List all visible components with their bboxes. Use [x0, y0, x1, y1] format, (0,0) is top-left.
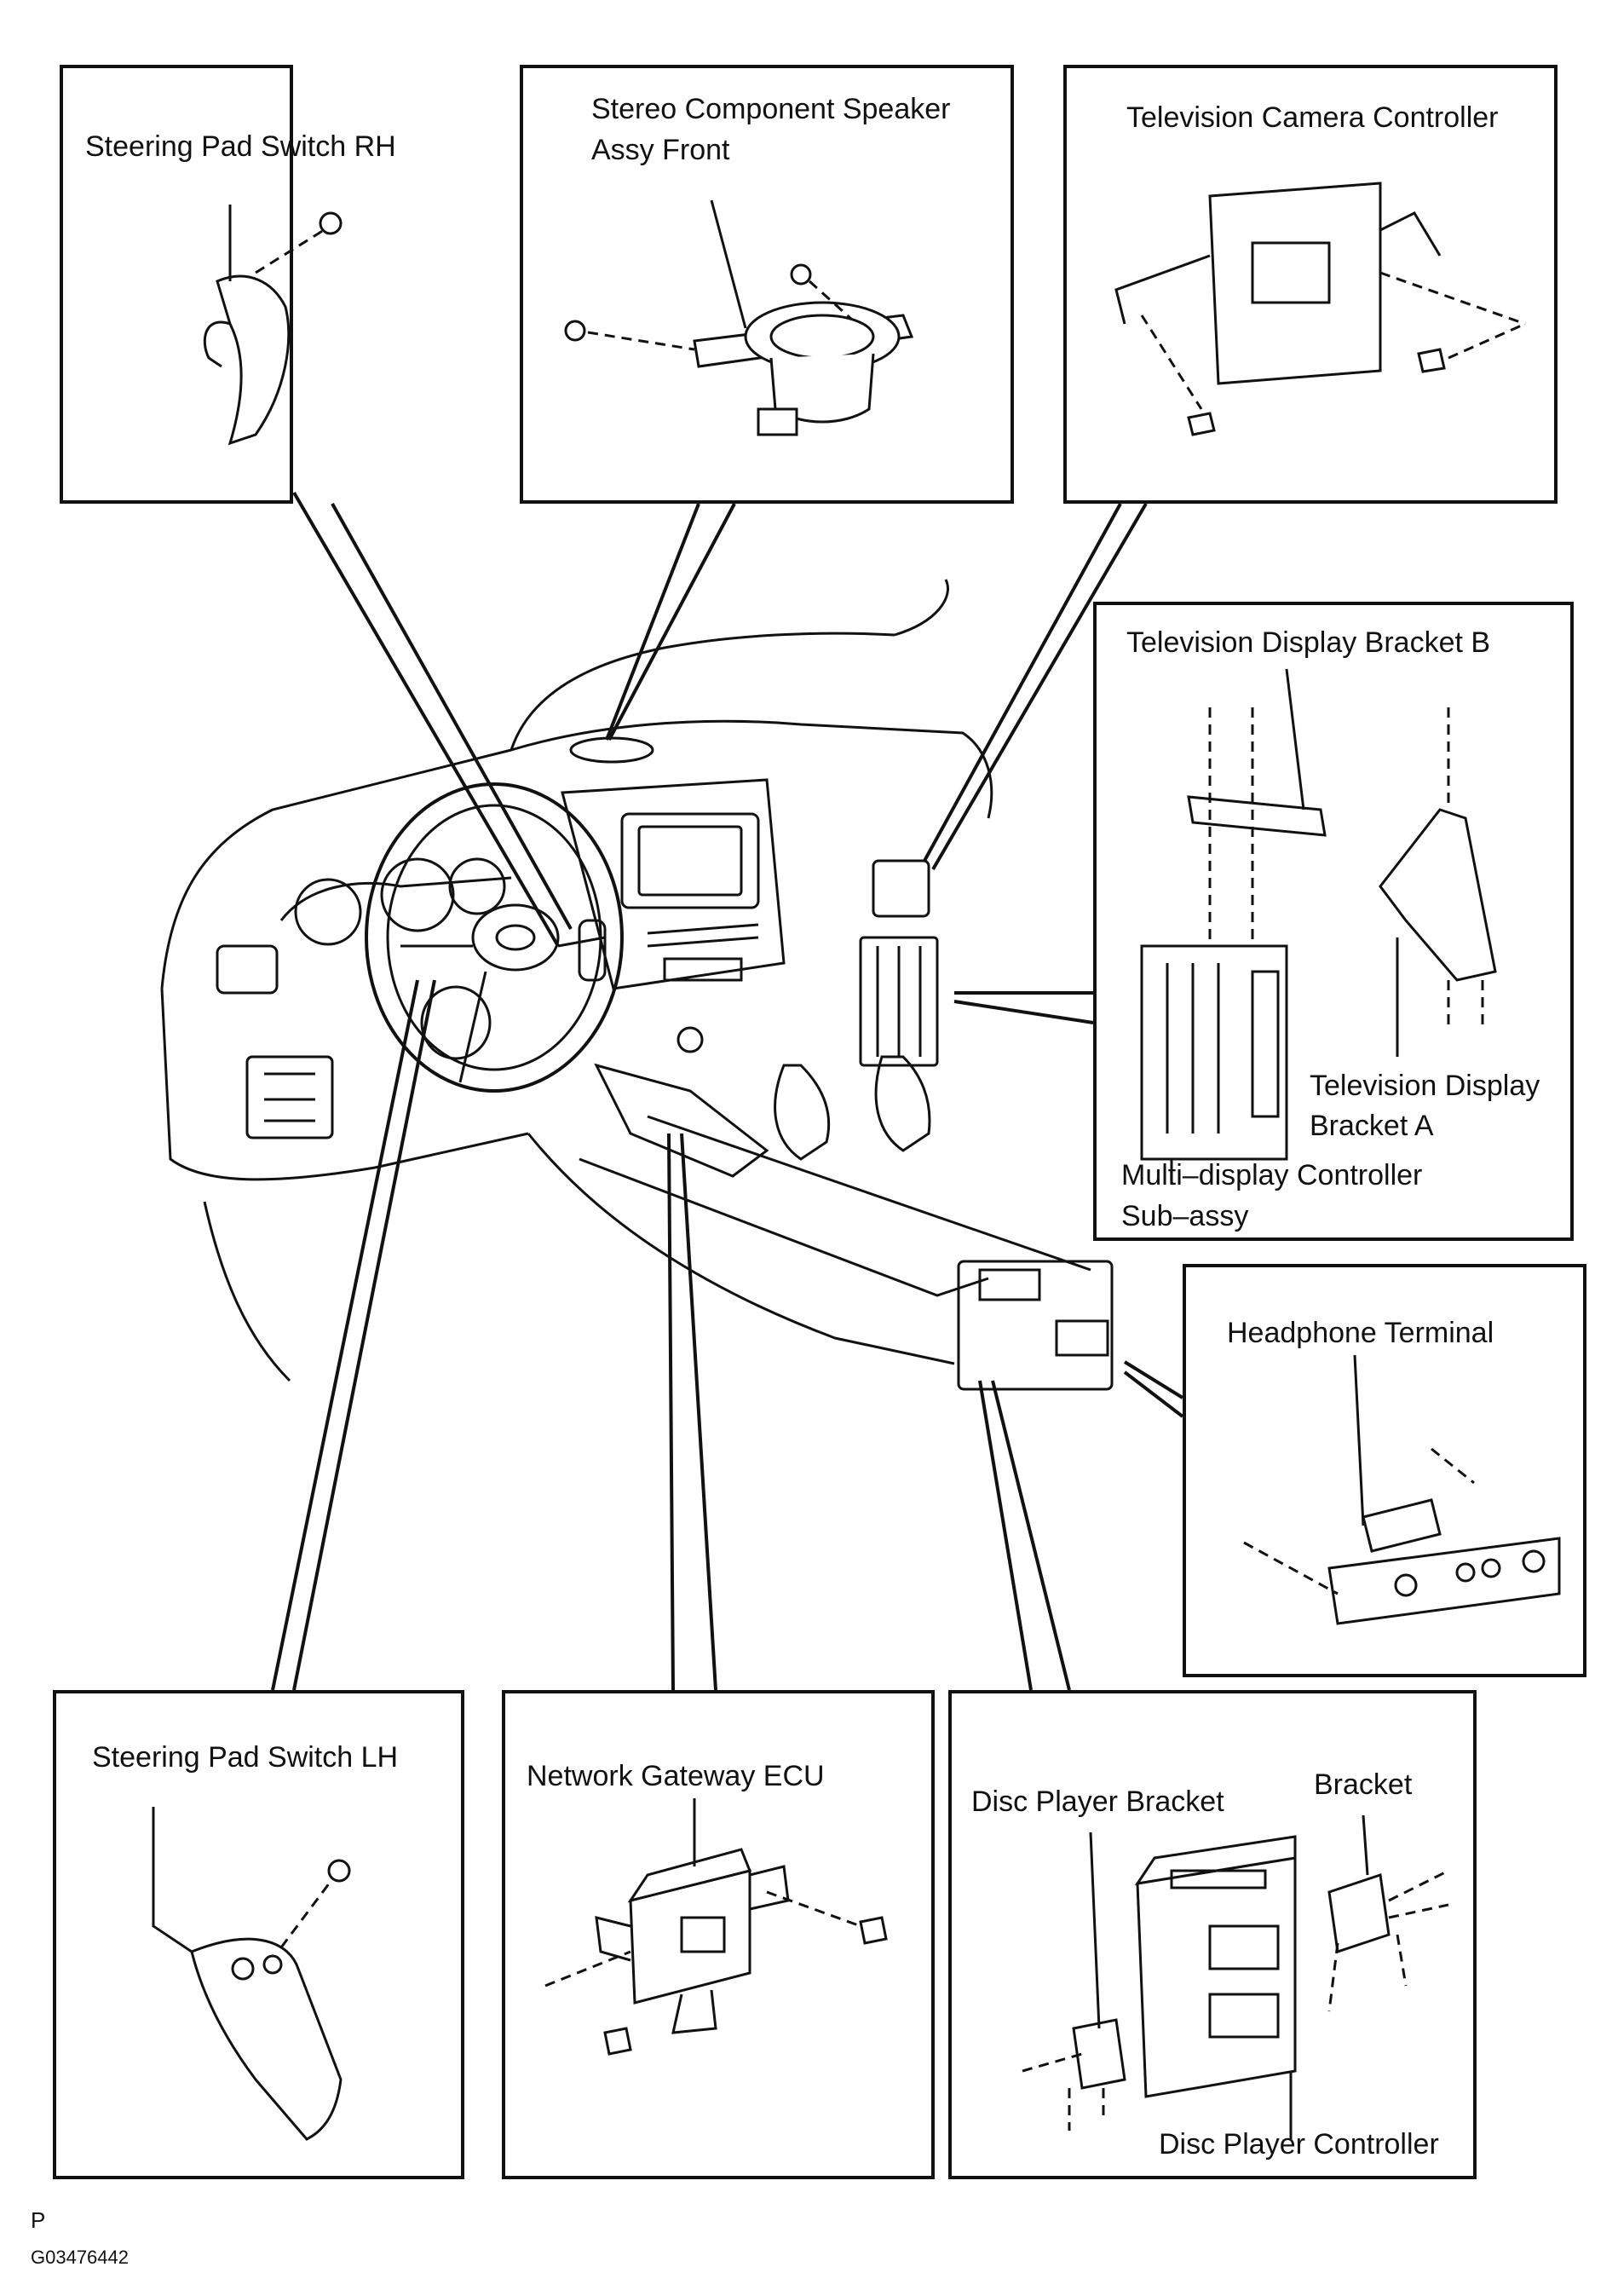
label-stereo-speaker-line1: Stereo Component Speaker	[591, 93, 951, 125]
center-console-sketch	[561, 736, 1114, 1391]
label-steering-pad-lh: Steering Pad Switch LH	[92, 1741, 399, 1774]
steering-wheel-sketch	[365, 782, 624, 1093]
stereo-speaker-art	[564, 199, 914, 436]
label-disc-player-bracket: Disc Player Bracket	[971, 1785, 1224, 1818]
label-network-gateway-ecu: Network Gateway ECU	[527, 1760, 825, 1792]
network-gateway-ecu-art	[544, 1798, 888, 2056]
disc-player-art	[1022, 1814, 1449, 2139]
figure-code: G03476442	[31, 2247, 129, 2268]
label-tv-camera-controller: Television Camera Controller	[1126, 101, 1499, 134]
label-tv-display-bracket-b: Television Display Bracket B	[1126, 626, 1491, 659]
label-steering-pad-rh: Steering Pad Switch RH	[85, 130, 396, 163]
label-multi-display-line1: Multi–display Controller	[1121, 1159, 1423, 1191]
label-bracket: Bracket	[1314, 1768, 1413, 1801]
steering-pad-lh-art	[152, 1807, 351, 2141]
dashboard-sketch	[160, 579, 1091, 1382]
tv-camera-controller-art	[1114, 182, 1526, 436]
label-disc-player-controller: Disc Player Controller	[1159, 2128, 1439, 2160]
label-tv-display-bracket-a-line2: Bracket A	[1310, 1110, 1434, 1142]
steering-pad-rh-art	[203, 205, 343, 446]
tv-display-bracket-art	[1140, 668, 1497, 1185]
p-mark: P	[31, 2207, 46, 2233]
label-headphone-terminal: Headphone Terminal	[1227, 1317, 1494, 1349]
label-tv-display-bracket-a-line1: Television Display	[1310, 1070, 1540, 1102]
leader-lines	[271, 491, 1184, 1691]
label-multi-display-line2: Sub–assy	[1121, 1200, 1249, 1232]
label-stereo-speaker-line2: Assy Front	[591, 134, 730, 166]
headphone-terminal-art	[1243, 1354, 1561, 1625]
panel-steering-pad-lh	[53, 1690, 464, 2179]
